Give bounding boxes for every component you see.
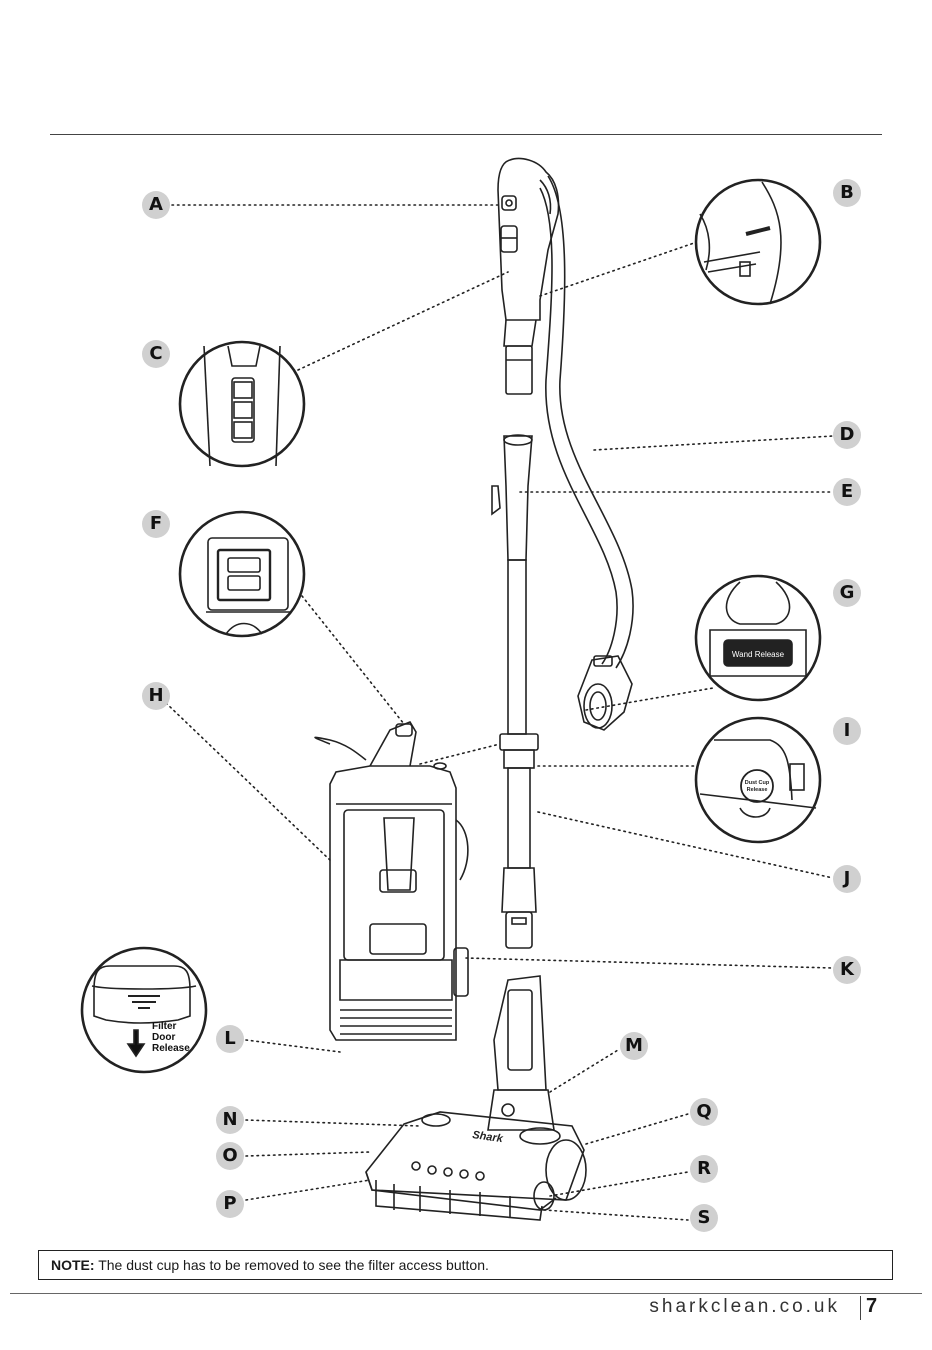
- brand-logo-text: Shark: [472, 1129, 505, 1145]
- hose-nozzle: [578, 656, 632, 730]
- wand-release-label: Wand Release: [732, 650, 785, 659]
- callout-g: G: [833, 579, 861, 607]
- callout-r: R: [690, 1155, 718, 1183]
- pod-body: [315, 722, 468, 1040]
- page-number: 7: [866, 1295, 877, 1318]
- callout-f: F: [142, 510, 170, 538]
- inset-g: [696, 576, 820, 700]
- website-link[interactable]: sharkclean.co.uk: [600, 1296, 840, 1318]
- callout-k: K: [833, 956, 861, 984]
- callout-h: H: [142, 682, 170, 710]
- callout-m: M: [620, 1032, 648, 1060]
- inset-f: [180, 512, 304, 636]
- callout-d: D: [833, 421, 861, 449]
- callout-c: C: [142, 340, 170, 368]
- neck: [488, 976, 554, 1130]
- filter-door-line2: Door: [152, 1032, 175, 1043]
- callout-e: E: [833, 478, 861, 506]
- dust-cup-release-line2: Release: [747, 787, 768, 793]
- filter-door-line3: Release: [152, 1043, 190, 1054]
- callout-p: P: [216, 1190, 244, 1218]
- callout-l: L: [216, 1025, 244, 1053]
- inset-c: [180, 342, 304, 466]
- inset-b: [696, 180, 820, 304]
- hose: [540, 176, 633, 668]
- filter-door-line1: Filter: [152, 1021, 177, 1032]
- footer-rule: [10, 1293, 922, 1294]
- callout-s: S: [690, 1204, 718, 1232]
- vacuum-diagram: Shark Wand Release: [0, 0, 932, 1250]
- dust-cup-release-line1: Dust Cup: [745, 780, 770, 786]
- callout-o: O: [216, 1142, 244, 1170]
- note-box: NOTE: The dust cup has to be removed to …: [38, 1250, 893, 1280]
- page-separator: [860, 1296, 861, 1320]
- handle: [498, 159, 559, 395]
- callout-j: J: [833, 865, 861, 893]
- note-text: The dust cup has to be removed to see th…: [95, 1257, 489, 1273]
- wand: [492, 435, 538, 948]
- callout-i: I: [833, 717, 861, 745]
- note-label: NOTE:: [51, 1257, 95, 1273]
- callout-n: N: [216, 1106, 244, 1134]
- callout-a: A: [142, 191, 170, 219]
- callout-b: B: [833, 179, 861, 207]
- callout-q: Q: [690, 1098, 718, 1126]
